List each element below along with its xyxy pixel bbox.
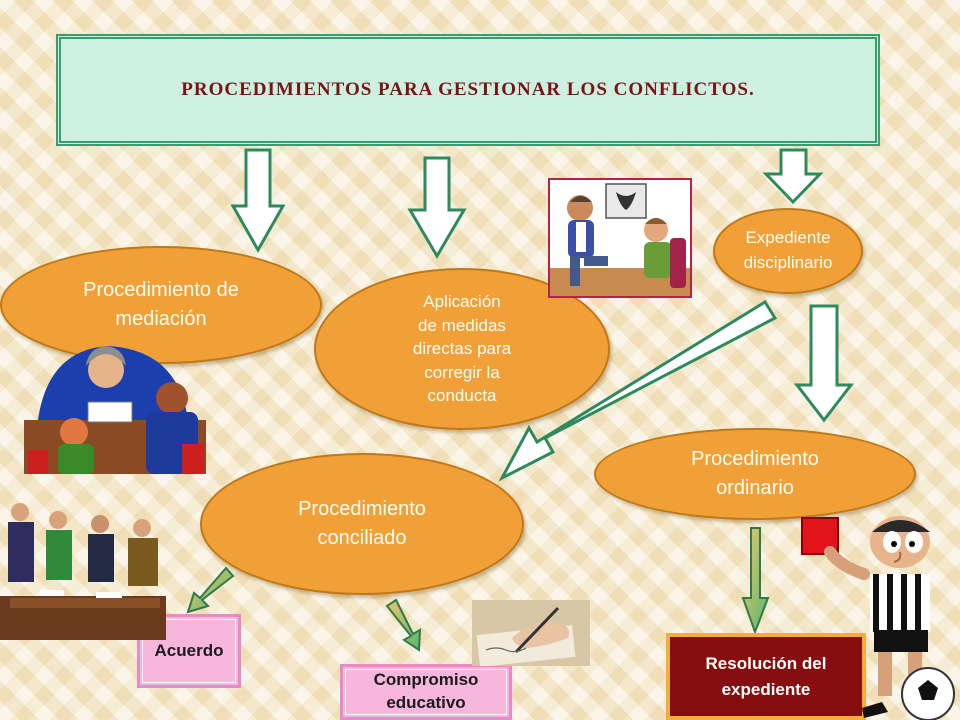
arrow-down-ordinario — [793, 304, 855, 423]
arrow-down-mediacion — [230, 148, 286, 254]
arrow-to-compromiso — [385, 598, 422, 652]
node-mediacion: Procedimiento de mediación — [0, 246, 322, 364]
node-compromiso-line2: educativo — [386, 693, 466, 712]
node-expediente: Expediente disciplinario — [713, 208, 863, 294]
node-acuerdo-label: Acuerdo — [154, 641, 224, 660]
referee-clipart-image — [801, 516, 955, 720]
node-mediacion-line1: Procedimiento de — [83, 279, 239, 301]
node-conciliado: Procedimiento conciliado — [200, 453, 524, 595]
node-resolucion: Resolución del expediente — [666, 633, 866, 720]
node-conciliado-line1: Procedimiento — [298, 498, 426, 520]
node-expediente-line2: disciplinario — [743, 253, 833, 272]
node-ordinario: Procedimiento ordinario — [594, 428, 916, 520]
node-expediente-line1: Expediente — [745, 228, 831, 248]
writing-hand-image — [472, 600, 590, 666]
node-ordinario-line2: ordinario — [716, 477, 794, 499]
node-aplicacion-line4: corregir la — [424, 362, 500, 382]
arrow-to-acuerdo — [186, 566, 235, 614]
node-compromiso: Compromiso educativo — [340, 664, 512, 720]
page-title: PROCEDIMIENTOS PARA GESTIONAR LOS CONFLI… — [181, 79, 755, 100]
node-resolucion-line1: Resolución del — [705, 654, 827, 673]
arrow-down-aplicacion — [407, 156, 467, 259]
node-aplicacion-line2: de medidas — [418, 315, 506, 335]
node-aplicacion-line5: conducta — [427, 386, 497, 406]
node-acuerdo: Acuerdo — [137, 614, 241, 688]
node-mediacion-line2: mediación — [115, 308, 207, 330]
node-resolucion-line2: expediente — [721, 679, 811, 699]
meeting-clipart-image — [0, 503, 166, 640]
node-ordinario-line1: Procedimiento — [691, 448, 819, 470]
teacher-students-clipart-image — [24, 346, 206, 474]
node-aplicacion-line3: directas para — [412, 339, 512, 359]
arrow-to-resolucion — [741, 527, 770, 635]
title-box: PROCEDIMIENTOS PARA GESTIONAR LOS CONFLI… — [56, 34, 880, 146]
counselor-clipart-image — [548, 178, 692, 298]
arrow-down-expediente — [762, 148, 824, 205]
node-compromiso-line1: Compromiso — [373, 670, 479, 690]
node-conciliado-line2: conciliado — [317, 527, 407, 549]
node-aplicacion-line1: Aplicación — [423, 292, 501, 312]
